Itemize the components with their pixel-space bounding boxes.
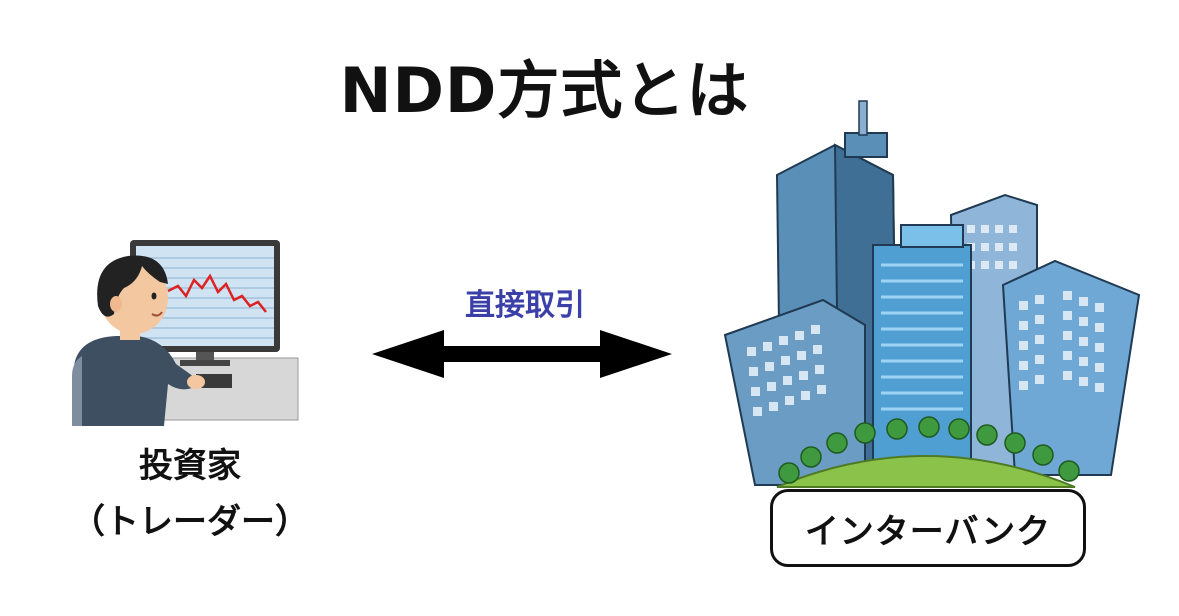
diagram-title: NDD方式とは [339,54,750,127]
double-arrow-icon [372,330,672,378]
city-buildings-illustration-icon [723,100,1141,488]
investor-label: 投資家 [139,446,241,486]
interbank-label: インターバンク [804,511,1052,552]
direct-trade-label: 直接取引 [465,288,585,323]
trader-illustration-icon [72,240,299,426]
trader-label: （トレーダー） [71,502,309,542]
interbank-box: インターバンク [770,489,1086,567]
